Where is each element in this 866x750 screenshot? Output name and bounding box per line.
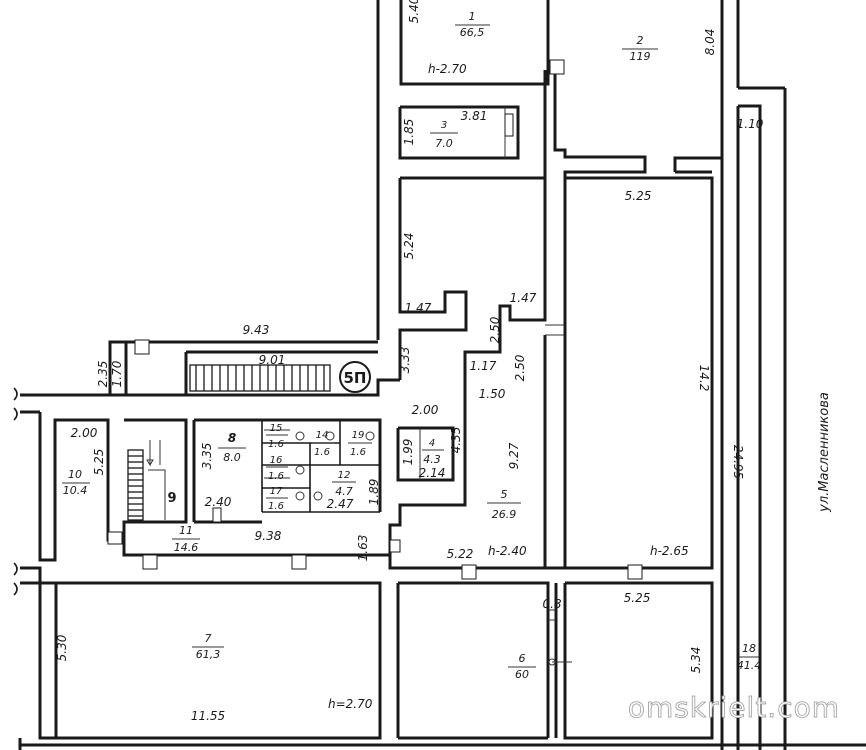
- room-1-height: h-2.70: [428, 62, 467, 76]
- room-10-number: 10: [68, 468, 82, 481]
- room-17-area: 1.6: [268, 501, 284, 512]
- room-18-area: 41.4: [737, 659, 762, 672]
- room-2-number: 2: [637, 34, 644, 47]
- street-name: ул.Масленникова: [817, 392, 832, 513]
- marker-label: 5П: [344, 369, 367, 387]
- room-14-number: 14: [316, 430, 329, 441]
- dim-1-89: 1.89: [367, 479, 381, 506]
- dim-1-10: 1.10: [737, 117, 764, 131]
- room-3-area: 7.0: [435, 137, 453, 150]
- dim-14-2: 14.2: [697, 365, 711, 392]
- dim-1-50: 1.50: [479, 387, 506, 401]
- room-2-area: 119: [630, 50, 651, 63]
- dim-5-22: 5.22: [447, 547, 474, 561]
- room-7-number: 7: [205, 632, 212, 645]
- dim-5-30: 5.30: [55, 634, 69, 661]
- dim-5-40: 5.40: [407, 0, 421, 23]
- room-8-area: 8.0: [223, 451, 241, 464]
- room-8-number: 8: [228, 431, 236, 445]
- room-5-number: 5: [501, 488, 508, 501]
- room-16-area: 1.6: [268, 471, 284, 482]
- dim-2-00-left: 2.00: [71, 426, 98, 440]
- room-12-area: 4.7: [335, 485, 353, 498]
- room-6-number: 6: [519, 652, 526, 665]
- dim-9-01: 9.01: [259, 353, 286, 367]
- room-15-number: 15: [270, 423, 283, 434]
- room-7-height: h=2.70: [328, 697, 373, 711]
- room-11-number: 11: [179, 524, 193, 537]
- room-19-number: 19: [352, 430, 365, 441]
- room-10-area: 10.4: [63, 484, 88, 497]
- room-12-number: 12: [338, 470, 351, 481]
- room-7-area: 61,3: [196, 648, 221, 661]
- room-16-number: 16: [270, 455, 283, 466]
- dim-24-95: 24.95: [731, 445, 745, 479]
- room-18-number: 18: [742, 642, 756, 655]
- dim-2-50-b: 2.50: [513, 354, 527, 381]
- dim-0-8: 0.8: [542, 597, 561, 611]
- dim-2-40: 2.40: [205, 495, 232, 509]
- dim-1-99: 1.99: [401, 439, 415, 466]
- room-19-area: 1.6: [350, 447, 366, 458]
- dim-9-27: 9.27: [507, 442, 521, 469]
- door-openings: [107, 59, 643, 580]
- dim-2-50-a: 2.50: [488, 316, 502, 343]
- room-labels: 1 66,5 h-2.70 2 119 3 7.0 4 4.3 5 26.9 h…: [62, 10, 761, 711]
- dim-11-55: 11.55: [191, 709, 225, 723]
- room-5-height: h-2.40: [488, 544, 527, 558]
- room-11-area: 14.6: [174, 541, 199, 554]
- dim-9-38: 9.38: [255, 529, 282, 543]
- dim-4-35: 4.35: [449, 427, 463, 454]
- dim-5-34: 5.34: [689, 647, 703, 674]
- room-1-area: 66,5: [460, 26, 485, 39]
- dim-1-17: 1.17: [470, 359, 497, 373]
- walls: [13, 0, 866, 750]
- dim-1-63: 1.63: [356, 535, 370, 562]
- dim-5-25-south: 5.25: [624, 591, 651, 605]
- section-marker: 5П: [339, 361, 371, 393]
- dim-5-24: 5.24: [402, 233, 416, 260]
- room-5-area: 26.9: [492, 508, 517, 521]
- dim-2-00-room4: 2.00: [412, 403, 439, 417]
- south-room-height: h-2.65: [650, 544, 689, 558]
- dim-1-47-right: 1.47: [510, 291, 537, 305]
- stair-room-9: [127, 440, 166, 521]
- dim-9-43: 9.43: [243, 323, 270, 337]
- room-9-number: 9: [167, 491, 176, 506]
- stair-main: [189, 364, 331, 392]
- dim-3-33: 3.33: [398, 347, 412, 374]
- room-3-number: 3: [441, 120, 447, 131]
- dim-3-35: 3.35: [200, 443, 214, 470]
- dim-2-35: 2.35: [96, 361, 110, 388]
- room-4-area: 4.3: [423, 453, 441, 466]
- toilet-icons: [264, 429, 375, 501]
- dim-5-25-left: 5.25: [92, 449, 106, 476]
- dim-2-14: 2.14: [419, 466, 446, 480]
- dim-5-25-top: 5.25: [625, 189, 652, 203]
- door-swing-room-6: [548, 609, 572, 666]
- dim-8-04: 8.04: [703, 29, 717, 56]
- room-6-area: 60: [515, 668, 529, 681]
- room-17-number: 17: [270, 486, 283, 497]
- dim-2-47: 2.47: [327, 497, 354, 511]
- dimension-labels: 5.40 8.04 1.10 3.81 1.85 5.25 5.24 1.47 …: [55, 0, 764, 723]
- watermark: omskrielt.com: [628, 691, 840, 724]
- room-14-area: 1.6: [314, 447, 330, 458]
- dim-1-47-left: 1.47: [405, 301, 432, 315]
- room-1-number: 1: [469, 10, 476, 23]
- dim-1-85: 1.85: [402, 119, 416, 146]
- dim-3-81: 3.81: [461, 109, 488, 123]
- room-15-area: 1.6: [268, 439, 284, 450]
- room-4-number: 4: [429, 438, 435, 449]
- dim-1-70: 1.70: [110, 360, 124, 387]
